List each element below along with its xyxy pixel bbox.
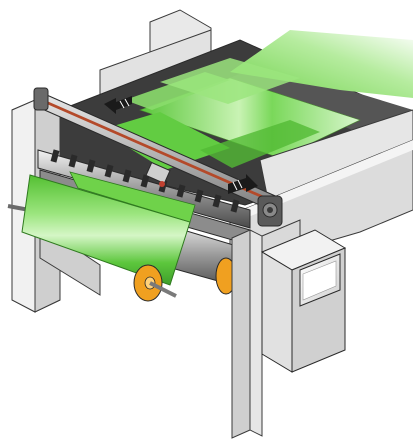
control-box <box>260 229 347 373</box>
traverse-bar <box>33 87 283 227</box>
control-panel-screen <box>299 253 341 307</box>
double-left-arrow-icon <box>104 96 132 114</box>
center-clamp <box>145 161 171 187</box>
double-right-arrow-icon <box>228 174 258 194</box>
incoming-film <box>100 30 413 170</box>
bar-end-left <box>33 87 49 111</box>
wound-roll <box>7 171 196 302</box>
bar-end-right <box>257 195 283 227</box>
